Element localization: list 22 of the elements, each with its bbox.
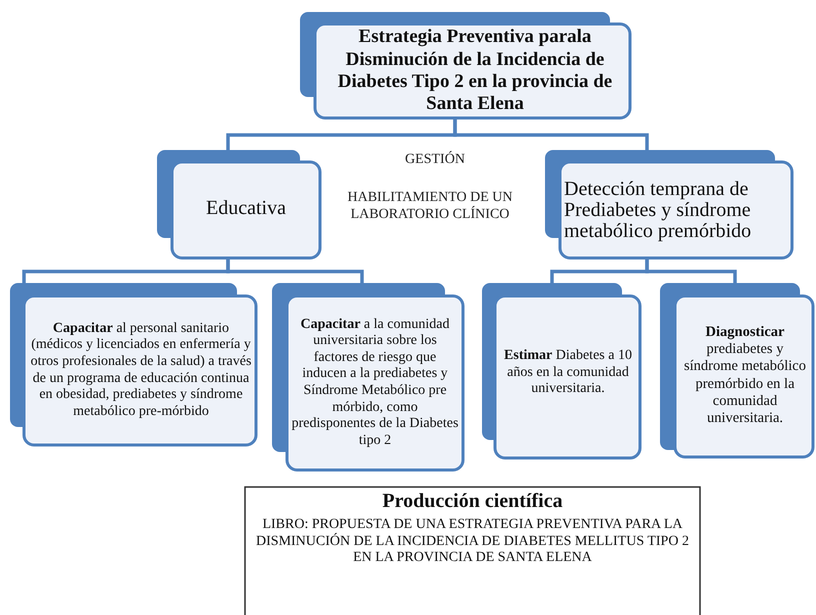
box-text: Educativa <box>205 197 287 221</box>
connector-line <box>226 258 364 283</box>
process-box <box>155 148 322 260</box>
box-text: Detección temprana de Prediabetes y síndrome metabólico premórbido <box>564 178 752 242</box>
box-text: Estimar Diabetes a 10 años en la comunidad universitaria. <box>503 348 633 398</box>
box-text: Estrategia Preventiva parala Disminución de la Incidencia de Diabetes Tipo 2 en la provincia de Santa Elena <box>336 26 614 116</box>
text-box <box>243 485 702 615</box>
process-box <box>298 10 632 120</box>
annotation-text: HABILITAMIENTO DE UN LABORATORIO CLÍNICO <box>346 190 514 224</box>
process-box <box>8 281 258 447</box>
connector-line <box>453 118 649 150</box>
process-box <box>270 281 465 472</box>
box-text: Diagnosticar prediabetes y síndrome metabólico premórbido en la comunidad universitaria. <box>682 324 807 427</box>
box-heading: Producción científica <box>381 489 564 514</box>
annotation-text: GESTIÓN <box>404 152 466 169</box>
connector-line <box>645 258 737 283</box>
process-box <box>480 281 642 460</box>
process-box <box>543 148 794 260</box>
box-text: Capacitar al personal sanitario (médicos y licenciados en enfermería y otros profesionales de la salud) a través de un programa de educación continua en obesidad, prediabetes y síndrome metabólico pre-mórbido <box>30 320 252 420</box>
box-text: Capacitar a la comunidad universitaria sobre los factores de riesgo que inducen a la prediabetes y Síndrome Metabólico pre mórbido, como predisponentes de la Diabetes tipo 2 <box>291 316 459 450</box>
process-box <box>658 281 815 459</box>
box-body-text: LIBRO: PROPUESTA DE UNA ESTRATEGIA PREVENTIVA PARA LA DISMINUCIÓN DE LA INCIDENCIA DE DIABETES MELLITUS TIPO 2 EN LA PROVINCIA DE SANTA ELENA <box>255 517 690 567</box>
